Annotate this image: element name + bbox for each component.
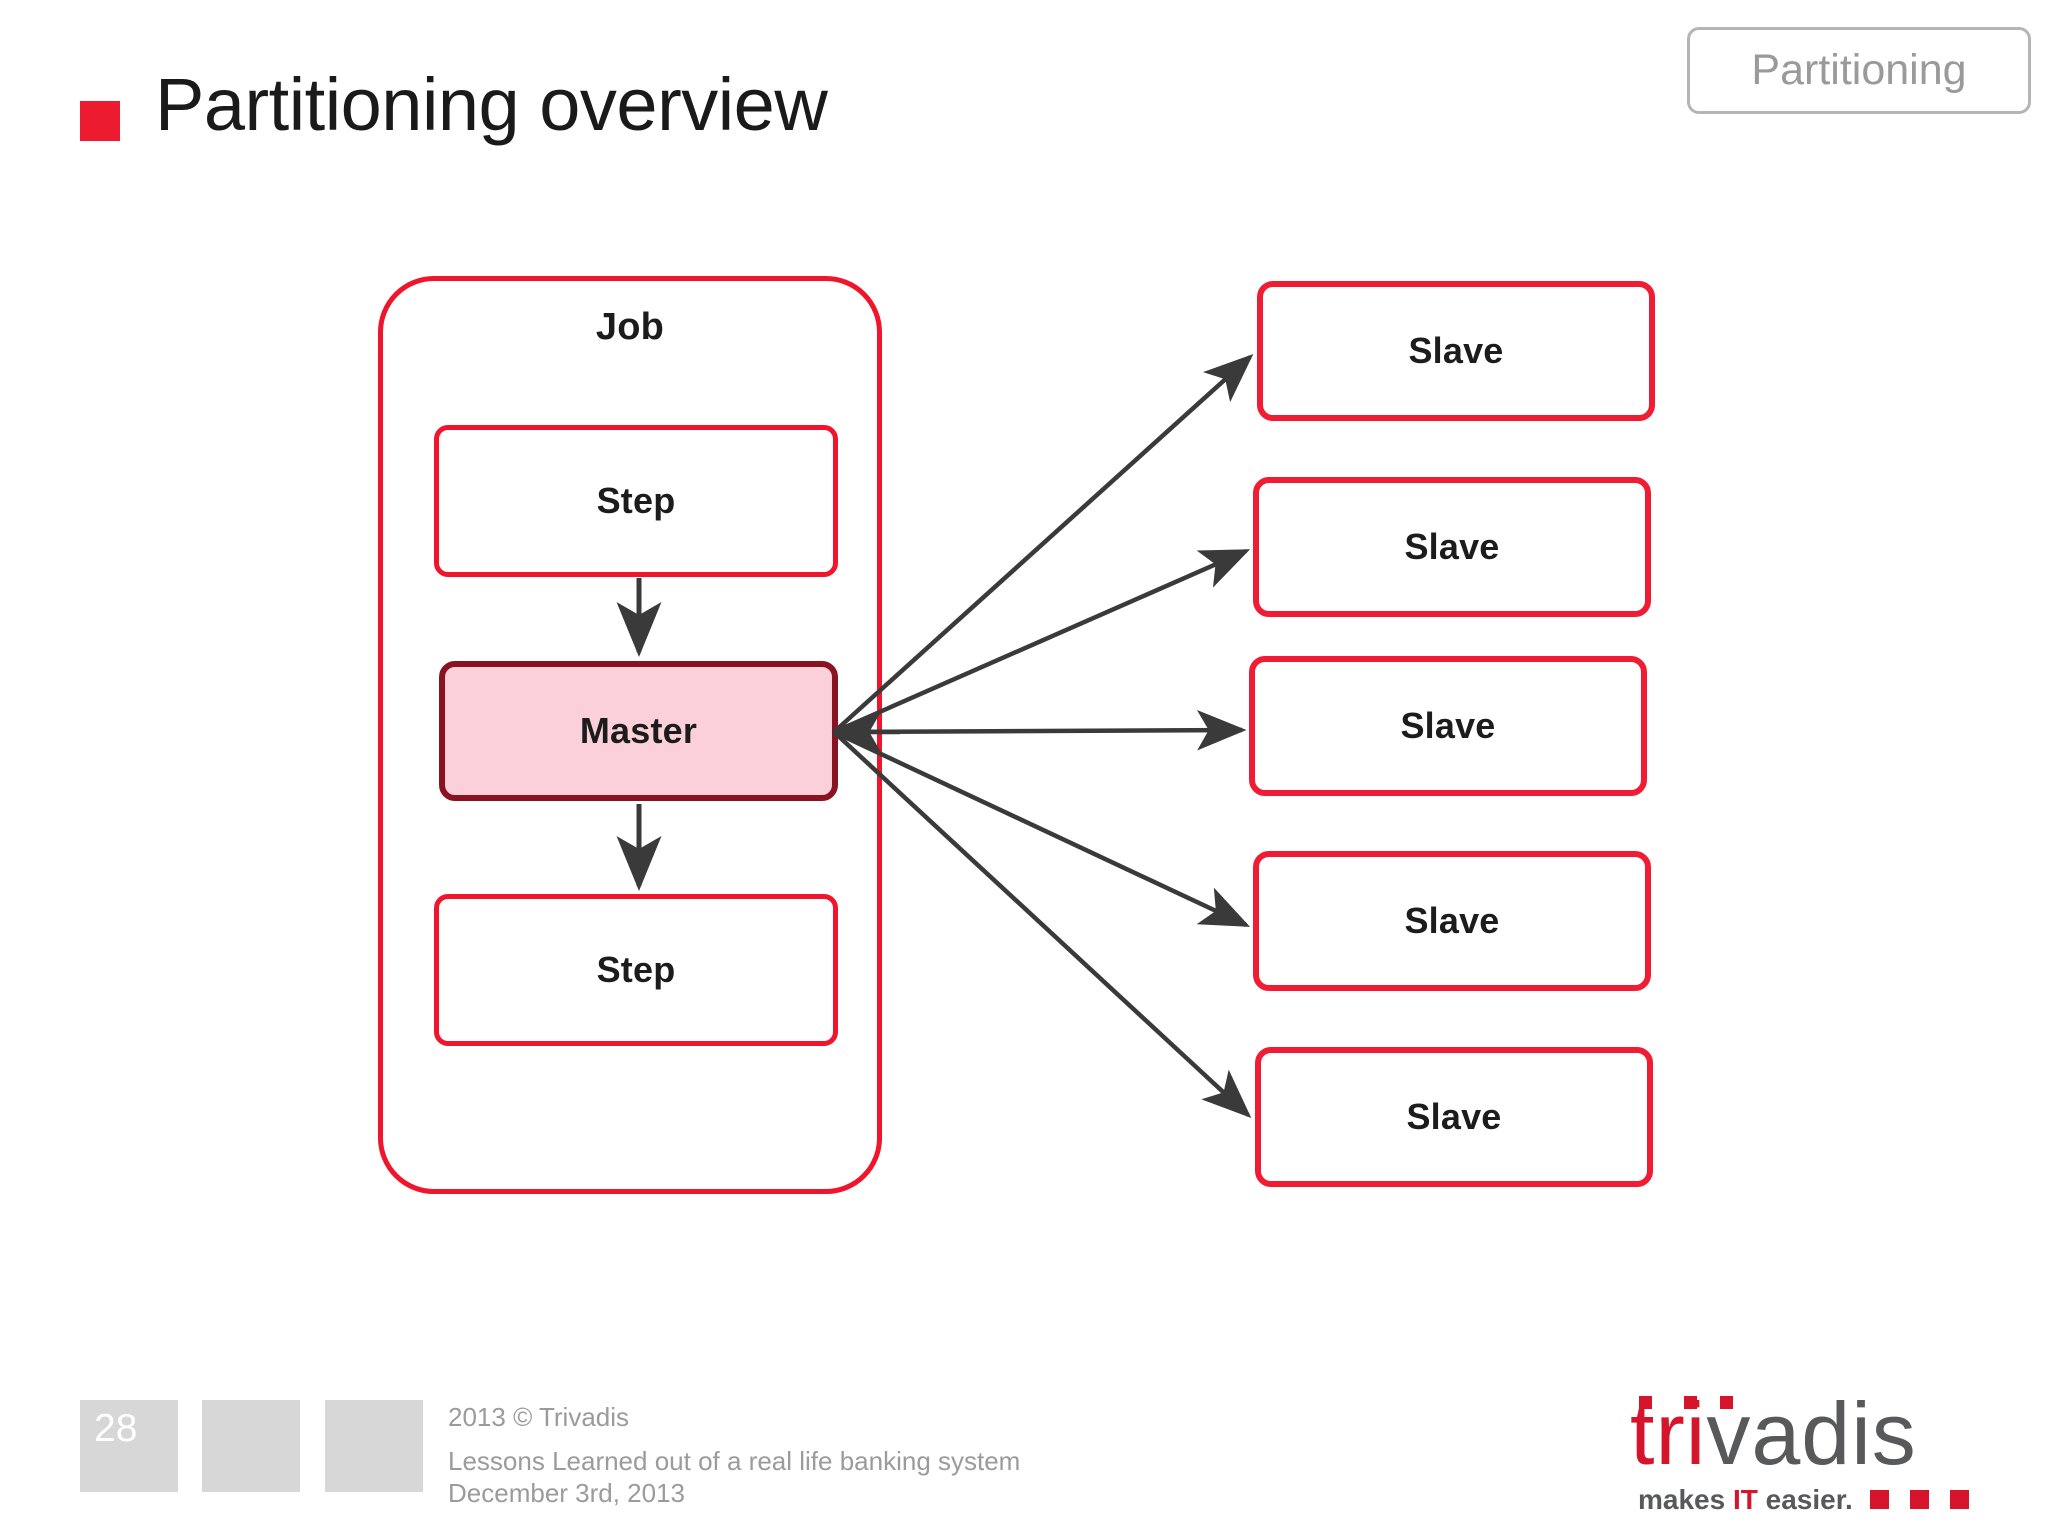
partitioning-diagram: Job Step Master Step Slave Slave Slave S… <box>378 276 1655 1194</box>
section-badge-label: Partitioning <box>1751 46 1967 94</box>
page-number: 28 <box>94 1407 138 1450</box>
logo-wordmark: trivadis <box>1630 1390 1917 1478</box>
logo-tagline-it: IT <box>1732 1484 1758 1515</box>
slave-node-4: Slave <box>1253 851 1651 991</box>
slave-node-2: Slave <box>1253 477 1651 617</box>
page-title: Partitioning overview <box>155 63 828 146</box>
logo-square-1-icon <box>1870 1490 1889 1509</box>
arrow-master-to-slave-2 <box>833 548 1251 735</box>
slave-label-4: Slave <box>1404 900 1500 941</box>
logo-tagline-after: easier. <box>1757 1484 1853 1515</box>
arrow-master-to-slave-3 <box>833 709 1247 751</box>
title-bullet-square-icon <box>80 101 120 141</box>
logo-dot-1-icon <box>1639 1396 1652 1409</box>
slave-node-5: Slave <box>1255 1047 1653 1187</box>
footer-copyright: 2013 © Trivadis <box>448 1402 630 1432</box>
slave-label-3: Slave <box>1400 705 1496 746</box>
logo-tagline: makes IT easier. <box>1638 1484 1853 1516</box>
step-label-1: Step <box>596 480 676 521</box>
step-node-2: Step <box>434 894 838 1046</box>
slave-node-1: Slave <box>1257 281 1655 421</box>
footer-decoration-block-2 <box>202 1400 300 1492</box>
section-badge: Partitioning <box>1687 27 2031 114</box>
arrow-master-to-slave-4 <box>833 729 1251 928</box>
master-label: Master <box>579 710 698 751</box>
arrow-master-to-slave-1 <box>832 353 1254 734</box>
footer-decoration-block-1 <box>80 1400 178 1492</box>
arrow-master-to-slave-5 <box>832 730 1252 1119</box>
slave-label-1: Slave <box>1408 330 1504 371</box>
logo-square-3-icon <box>1950 1490 1969 1509</box>
step-label-2: Step <box>596 949 676 990</box>
diagram-arrows <box>616 353 1254 1119</box>
slave-label-2: Slave <box>1404 526 1500 567</box>
step-node-1: Step <box>434 425 838 577</box>
logo-word-vadis: vadis <box>1706 1384 1917 1483</box>
job-label: Job <box>595 306 665 348</box>
slave-label-5: Slave <box>1406 1096 1502 1137</box>
master-node: Master <box>439 661 838 801</box>
logo-tagline-before: makes <box>1638 1484 1733 1515</box>
logo-dot-3-icon <box>1720 1396 1733 1409</box>
footer-date: December 3rd, 2013 <box>448 1478 686 1508</box>
trivadis-logo: trivadis makes IT easier. <box>1630 1390 2030 1520</box>
footer-decoration-block-3 <box>325 1400 423 1492</box>
slave-node-3: Slave <box>1249 656 1647 796</box>
footer-subtitle: Lessons Learned out of a real life banki… <box>448 1446 1021 1476</box>
logo-square-2-icon <box>1910 1490 1929 1509</box>
slide-footer: 28 2013 © Trivadis Lessons Learned out o… <box>0 1380 2048 1536</box>
logo-dot-2-icon <box>1684 1396 1697 1409</box>
